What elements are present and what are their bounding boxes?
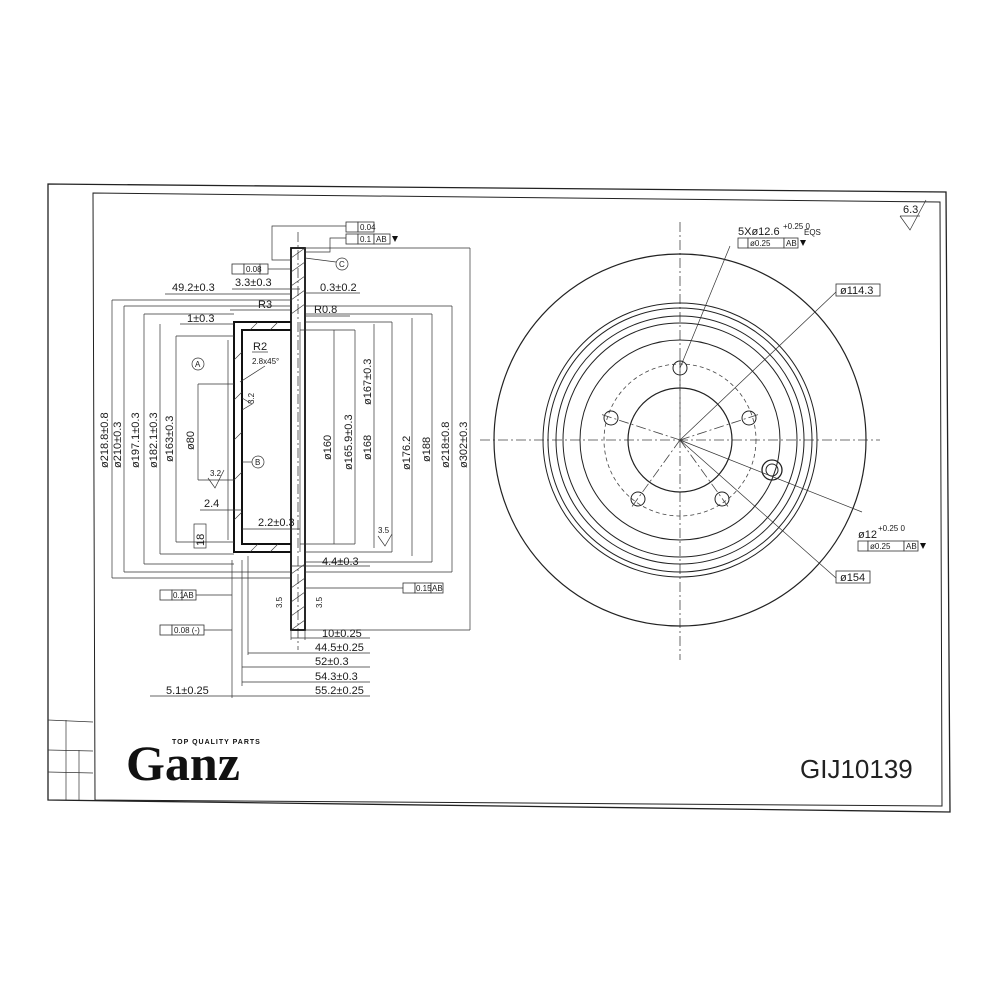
part-number: GIJ10139 bbox=[800, 754, 913, 784]
svg-text:AB: AB bbox=[183, 591, 194, 600]
dim-55-2: 55.2±0.25 bbox=[315, 685, 364, 697]
dim-218: ø218±0.8 bbox=[440, 422, 452, 468]
front-view: 5Xø12.6 +0.25 0 EQS ø0.25 AB ø114.3 ø12 … bbox=[480, 222, 926, 660]
roughness-marks: 3.2 3.2 3.5 3.5 3.5 bbox=[207, 392, 393, 608]
datum-b: B bbox=[242, 455, 265, 469]
svg-text:0.08 (-): 0.08 (-) bbox=[174, 626, 200, 635]
dim-1: 1±0.3 bbox=[187, 313, 214, 325]
svg-text:ø0.25: ø0.25 bbox=[750, 239, 771, 248]
dim-165-9: ø165.9±0.3 bbox=[343, 414, 355, 470]
chamfer-label: 2.8x45° bbox=[252, 357, 279, 366]
dim-0-3: 0.3±0.2 bbox=[320, 282, 357, 294]
radius-r2: R2 bbox=[253, 341, 267, 353]
svg-text:A: A bbox=[195, 360, 201, 369]
dim-182-1: ø182.1±0.3 bbox=[148, 412, 160, 468]
bolt-holes-label: 5Xø12.6 bbox=[738, 226, 780, 238]
svg-text:3.2: 3.2 bbox=[210, 469, 222, 478]
position-frame-top: ø0.25 AB bbox=[737, 237, 806, 249]
svg-text:3.2: 3.2 bbox=[247, 392, 256, 404]
sheet-frame bbox=[47, 183, 951, 813]
dim-80: ø80 bbox=[185, 431, 197, 450]
hole-dia-tol: +0.25 0 bbox=[878, 524, 905, 533]
bolt-holes bbox=[599, 245, 863, 579]
dim-176-2: ø176.2 bbox=[401, 436, 413, 470]
dim-2-4: 2.4 bbox=[204, 498, 219, 510]
dim-188: ø188 bbox=[421, 437, 433, 462]
section-view: ø218.8±0.8 ø210±0.3 ø197.1±0.3 ø182.1±0.… bbox=[99, 221, 471, 698]
svg-text:C: C bbox=[339, 260, 345, 269]
svg-text:ø0.25: ø0.25 bbox=[870, 542, 891, 551]
dim-54-3: 54.3±0.3 bbox=[315, 671, 358, 683]
datum-c: C bbox=[304, 257, 349, 271]
radius-r3: R3 bbox=[258, 299, 272, 311]
brand-logo: TOP QUALITY PARTS Ganz bbox=[126, 735, 261, 791]
svg-text:0.15: 0.15 bbox=[416, 584, 432, 593]
dim-44-5: 44.5±0.25 bbox=[315, 642, 364, 654]
svg-text:B: B bbox=[255, 458, 260, 467]
dia-154-label: ø154 bbox=[840, 572, 865, 584]
radius-r0-8: R0.8 bbox=[314, 304, 337, 316]
svg-text:AB: AB bbox=[906, 542, 917, 551]
svg-text:AB: AB bbox=[432, 584, 443, 593]
bolt-holes-eqs: EQS bbox=[804, 228, 821, 237]
brand-tagline: TOP QUALITY PARTS bbox=[172, 739, 261, 746]
dim-160: ø160 bbox=[322, 435, 334, 460]
svg-text:3.5: 3.5 bbox=[315, 596, 324, 608]
dim-2-2: 2.2±0.3 bbox=[258, 517, 295, 529]
svg-text:3.5: 3.5 bbox=[378, 526, 390, 535]
pcd-label: ø114.3 bbox=[840, 285, 873, 297]
dim-10: 10±0.25 bbox=[322, 628, 362, 640]
svg-text:6.3: 6.3 bbox=[903, 204, 918, 216]
position-frame-bottom: ø0.25 AB bbox=[857, 540, 926, 552]
dim-167: ø167±0.3 bbox=[362, 359, 374, 405]
bottom-dimension-stack bbox=[150, 556, 370, 698]
svg-text:0.1: 0.1 bbox=[173, 591, 185, 600]
dim-302: ø302±0.3 bbox=[458, 422, 470, 468]
svg-text:3.5: 3.5 bbox=[275, 596, 284, 608]
vertical-dimension-lines bbox=[111, 247, 471, 631]
dim-163: ø163±0.3 bbox=[164, 416, 176, 462]
dim-49-2: 49.2±0.3 bbox=[172, 282, 215, 294]
dim-210: ø210±0.3 bbox=[112, 422, 124, 468]
tolerance-frame-top: 0.04 0.1 AB bbox=[271, 221, 398, 261]
svg-text:0.1: 0.1 bbox=[360, 235, 372, 244]
dim-218-8: ø218.8±0.8 bbox=[99, 412, 111, 468]
bolt-holes-tol: +0.25 0 bbox=[783, 222, 810, 231]
tolerance-frame-parallel: 0.08 bbox=[231, 263, 291, 275]
dim-52: 52±0.3 bbox=[315, 656, 349, 668]
dim-18: 18 bbox=[195, 534, 207, 546]
svg-text:0.04: 0.04 bbox=[360, 223, 376, 232]
tolerance-frame-right: 0.15 AB bbox=[305, 582, 444, 594]
tolerance-frame-left: 0.1 AB 0.08 (-) bbox=[159, 589, 232, 636]
brand-name: Ganz bbox=[126, 735, 240, 791]
dim-3-3: 3.3±0.3 bbox=[235, 277, 272, 289]
dim-197-1: ø197.1±0.3 bbox=[130, 412, 142, 468]
dim-168: ø168 bbox=[362, 435, 374, 460]
dim-4-4: 4.4±0.3 bbox=[322, 556, 359, 568]
surface-finish-symbol: 6.3 bbox=[899, 199, 927, 231]
hole-dia-label: ø12 bbox=[858, 529, 877, 541]
svg-text:0.08: 0.08 bbox=[246, 265, 262, 274]
datum-a: A bbox=[191, 357, 205, 371]
svg-text:AB: AB bbox=[376, 235, 387, 244]
dim-5-1: 5.1±0.25 bbox=[166, 685, 209, 697]
svg-text:AB: AB bbox=[786, 239, 797, 248]
